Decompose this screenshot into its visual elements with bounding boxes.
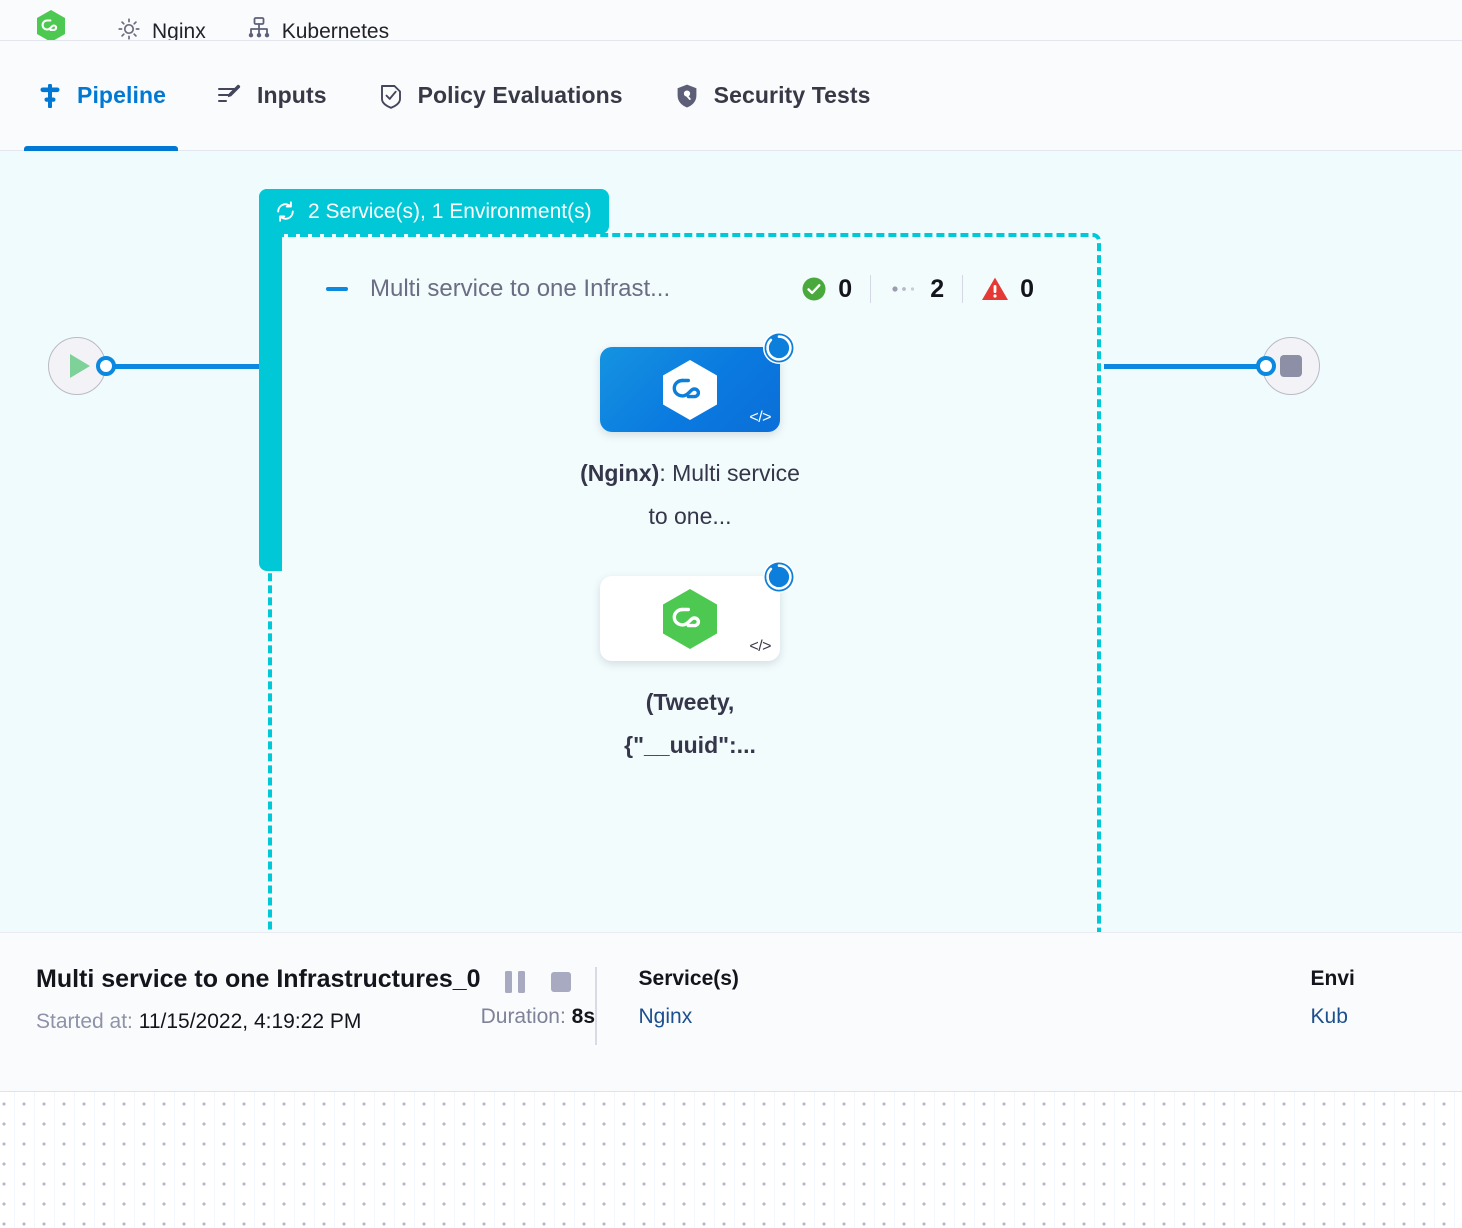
tab-pipeline[interactable]: Pipeline (24, 41, 178, 151)
stage-group-bar (259, 189, 282, 571)
status-count-running-value: 2 (930, 275, 945, 303)
step-label: (Tweety, {"__uuid":... (580, 681, 800, 767)
canvas-dot-grid (0, 1092, 1462, 1228)
stage-header: Multi service to one Infrast... 0 2 (322, 269, 1052, 309)
tab-security-tests[interactable]: Security Tests (673, 41, 871, 151)
services-value[interactable]: Nginx (638, 1005, 693, 1028)
stage-group-badge-label: 2 Service(s), 1 Environment(s) (308, 199, 592, 223)
started-at-label: Started at: (36, 1010, 133, 1033)
breadcrumb-item-service-logo[interactable] (36, 10, 76, 40)
environments-value[interactable]: Kub (1310, 1005, 1348, 1028)
stage-title: Multi service to one Infrast... (370, 275, 671, 302)
loop-repeat-icon (277, 201, 294, 222)
check-circle-green-icon (802, 277, 826, 301)
harness-hexagon-green-icon (663, 588, 717, 649)
inputs-icon (218, 84, 241, 102)
stage-group-badge[interactable]: 2 Service(s), 1 Environment(s) (259, 189, 609, 234)
pipeline-start-node[interactable] (48, 337, 106, 395)
tab-policy-evaluations[interactable]: Policy Evaluations (377, 41, 623, 151)
step-card[interactable]: </> (600, 561, 795, 661)
divider (595, 967, 597, 1045)
tab-active-underline (24, 145, 178, 151)
pipeline-step-tweety[interactable]: </> (Tweety, {"__uuid":... (580, 561, 800, 767)
step-label-bold: (Tweety, {"__uuid":... (624, 689, 756, 758)
connector-stage-to-end (1104, 364, 1262, 369)
breadcrumb-item-service[interactable]: Nginx (116, 14, 206, 40)
breadcrumb-item-2-label: Kubernetes (281, 20, 390, 41)
duration-label: Duration: (480, 1005, 566, 1028)
end-port-dot[interactable] (1256, 356, 1276, 376)
status-count-failed-value: 0 (1020, 275, 1034, 303)
step-label-bold: (Nginx) (580, 460, 660, 486)
pipeline-step-nginx[interactable]: </> (Nginx): Multi service to one... (580, 332, 800, 538)
stop-end-icon (1280, 355, 1302, 377)
execution-info-panel: Multi service to one Infrastructures_0 S… (0, 932, 1462, 1092)
status-count-failed: 0 (962, 275, 1052, 303)
warning-triangle-red-icon (982, 277, 1009, 300)
step-label-rest: : Multi service to one... (648, 460, 800, 529)
status-count-running: 2 (870, 275, 962, 303)
environments-column: Envi Kub (1269, 933, 1462, 1029)
tab-security-label: Security Tests (713, 82, 871, 108)
policy-shield-check-icon (380, 84, 401, 109)
tab-policy-label: Policy Evaluations (417, 82, 623, 108)
play-start-icon (70, 354, 90, 378)
start-port-dot[interactable] (96, 356, 116, 376)
tab-inputs[interactable]: Inputs (216, 41, 327, 151)
started-at-value: 11/15/2022, 4:19:22 PM (138, 1010, 362, 1033)
execution-duration-block: Duration: 8s (481, 933, 595, 1029)
breadcrumb-item-1-label: Nginx (152, 20, 206, 41)
step-label: (Nginx): Multi service to one... (580, 452, 800, 538)
execution-controls (504, 971, 571, 993)
harness-hexagon-white-icon (663, 359, 717, 420)
services-column: Service(s) Nginx (597, 933, 807, 1029)
gear-icon (118, 18, 140, 40)
execution-title: Multi service to one Infrastructures_0 (36, 965, 481, 993)
duration-text: Duration: 8s (481, 1005, 595, 1029)
tab-pipeline-label: Pipeline (77, 82, 166, 108)
breadcrumb-item-environment[interactable]: Kubernetes (246, 14, 389, 40)
pending-dots-icon (892, 286, 915, 292)
status-count-success-value: 0 (838, 275, 853, 303)
tab-inputs-label: Inputs (257, 82, 327, 108)
duration-value: 8s (571, 1005, 596, 1028)
breadcrumb-bar: Nginx Kubernetes (0, 0, 1462, 41)
step-card[interactable]: </> (600, 332, 795, 432)
services-heading: Service(s) (638, 967, 739, 990)
pipeline-icon (40, 83, 60, 108)
status-count-success: 0 (801, 275, 870, 303)
running-spinner-icon (763, 332, 795, 364)
stop-icon[interactable] (550, 972, 571, 992)
security-shield-icon (677, 84, 697, 107)
pipeline-canvas[interactable]: 2 Service(s), 1 Environment(s) Multi ser… (0, 151, 1462, 932)
connector-start-to-stage (112, 364, 272, 369)
execution-started-at: Started at: 11/15/2022, 4:19:22 PM (36, 1010, 481, 1034)
code-brackets-icon: </> (749, 409, 771, 426)
minus-collapse-icon[interactable] (322, 274, 352, 304)
stage-status-counts: 0 2 0 (801, 271, 1052, 307)
environments-heading: Envi (1310, 967, 1355, 990)
infrastructure-icon (248, 17, 269, 38)
pause-icon[interactable] (504, 971, 525, 993)
tab-bar: Pipeline Inputs Policy Evaluations Secur… (0, 41, 1462, 151)
running-spinner-icon (763, 561, 795, 593)
code-brackets-icon: </> (749, 638, 771, 655)
harness-hexagon-green-icon (37, 10, 65, 40)
execution-summary: Multi service to one Infrastructures_0 S… (0, 933, 481, 1034)
